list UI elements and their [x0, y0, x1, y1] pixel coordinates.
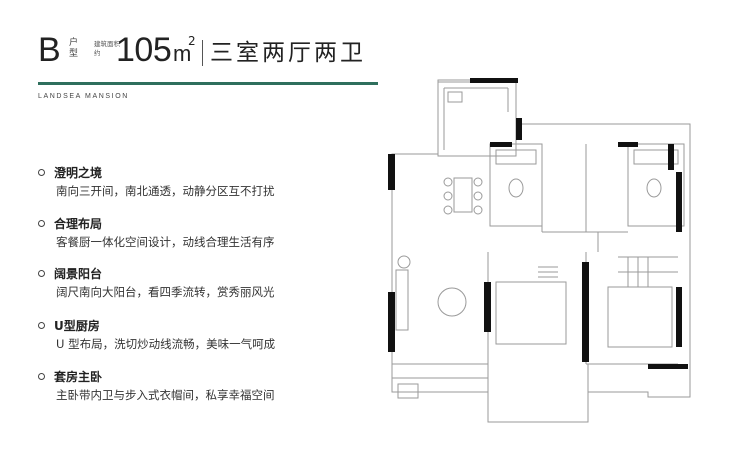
area-unit: m: [173, 41, 192, 66]
circle-bullet-icon: [38, 321, 45, 329]
feature-item: 澄明之境 南向三开间，南北通透，动静分区互不打扰: [38, 163, 368, 199]
plan-bed-2: [607, 286, 673, 348]
feature-description: U 型布局，洗切炒动线流畅，美味一气呵成: [56, 337, 276, 351]
plan-outer-wall: [391, 79, 691, 423]
feature-description: 客餐厨一体化空间设计，动线合理生活有序: [56, 235, 275, 249]
area-unit-superscript: 2: [188, 34, 196, 48]
feature-title: 合理布局: [54, 216, 103, 231]
brand-name: LANDSEA MANSION: [38, 93, 129, 100]
plan-partition: [541, 144, 628, 233]
feature-title: U型厨房: [54, 318, 100, 333]
feature-title: 套房主卧: [54, 369, 103, 384]
plan-toilet-2: [646, 178, 662, 198]
plan-bathroom-2: [627, 143, 685, 227]
feature-title: 阔景阳台: [54, 266, 103, 281]
plan-toilet-1: [508, 178, 524, 198]
header-divider: [202, 40, 203, 66]
plan-window-marks: [388, 78, 688, 369]
feature-description: 南向三开间，南北通透，动静分区互不打扰: [56, 184, 275, 198]
feature-item: 阔景阳台 阔尺南向大阳台，看四季流转，赏秀丽风光: [38, 264, 368, 300]
plan-coffee-table: [437, 287, 467, 317]
plan-bathtub-1: [495, 149, 537, 165]
accent-line: [38, 82, 378, 85]
floor-plan-drawing: [388, 78, 691, 423]
feature-item: 套房主卧 主卧带内卫与步入式衣帽间，私享幸福空间: [38, 367, 368, 403]
plan-dining-table: [453, 177, 473, 213]
feature-item: U型厨房 U 型布局，洗切炒动线流畅，美味一气呵成: [38, 316, 368, 352]
feature-item: 合理布局 客餐厨一体化空间设计，动线合理生活有序: [38, 214, 368, 250]
unit-type-word: 户型: [69, 38, 79, 59]
area-label: 建筑面积约: [94, 40, 120, 57]
layout-title: 三室两厅两卫: [210, 40, 366, 66]
feature-description: 阔尺南向大阳台，看四季流转，赏秀丽风光: [56, 285, 275, 299]
plan-balcony: [392, 363, 589, 392]
plan-kitchen-counter: [443, 87, 509, 150]
feature-title: 澄明之境: [54, 165, 103, 180]
plan-bathtub-2: [633, 149, 679, 165]
plan-sofa: [395, 269, 409, 331]
area-value: 105: [116, 31, 172, 69]
circle-bullet-icon: [38, 168, 45, 176]
plan-stove: [447, 91, 463, 103]
feature-description: 主卧带内卫与步入式衣帽间，私享幸福空间: [56, 388, 275, 402]
circle-bullet-icon: [38, 219, 45, 227]
circle-bullet-icon: [38, 372, 45, 380]
plan-bed-1: [495, 281, 567, 345]
unit-type-letter: B: [38, 31, 61, 69]
circle-bullet-icon: [38, 269, 45, 277]
